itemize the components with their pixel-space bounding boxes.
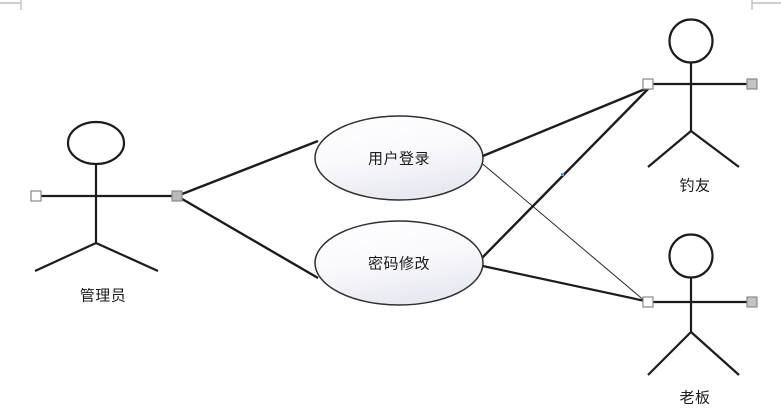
selection-handle-right[interactable]: [746, 296, 758, 308]
actor-admin-label: 管理员: [79, 286, 127, 305]
actor-boss[interactable]: [642, 233, 758, 376]
actor-leg-left: [647, 130, 692, 168]
usecase-login-shape[interactable]: [314, 115, 484, 201]
association-admin-change-password[interactable]: [176, 194, 319, 280]
association-login-boss[interactable]: [477, 159, 647, 303]
selection-handle-left[interactable]: [642, 78, 654, 90]
actor-head-icon: [668, 18, 714, 64]
actor-leg-right: [690, 331, 740, 376]
actor-leg-right: [95, 241, 159, 273]
actor-boss-label: 老板: [679, 388, 711, 407]
selection-handle-left[interactable]: [30, 190, 42, 202]
actor-admin[interactable]: [30, 120, 183, 273]
page-guide-marks: [0, 0, 781, 10]
selection-handle-right[interactable]: [746, 78, 758, 90]
actor-leg-left: [34, 242, 97, 272]
actor-fishing-buddy[interactable]: [642, 18, 758, 168]
use-case-shapes: [314, 115, 484, 306]
selection-handle-right[interactable]: [171, 190, 183, 202]
actor-fishing-buddy-label: 钓友: [679, 176, 711, 195]
actor-leg-left: [647, 331, 692, 376]
actor-head-icon: [668, 233, 714, 279]
actor-head-icon: [66, 120, 126, 166]
usecase-change-password-shape[interactable]: [314, 220, 484, 306]
usecase-login-label: 用户登录: [367, 149, 431, 168]
association-admin-login[interactable]: [176, 139, 319, 198]
usecase-change-password-label: 密码修改: [367, 254, 431, 273]
actor-leg-right: [690, 130, 740, 168]
association-lines: [176, 85, 651, 303]
association-change-password-boss[interactable]: [477, 263, 646, 303]
selection-handle-left[interactable]: [642, 296, 654, 308]
association-login-fishing-buddy[interactable]: [477, 85, 651, 160]
line-midpoint-marker[interactable]: [561, 173, 564, 176]
